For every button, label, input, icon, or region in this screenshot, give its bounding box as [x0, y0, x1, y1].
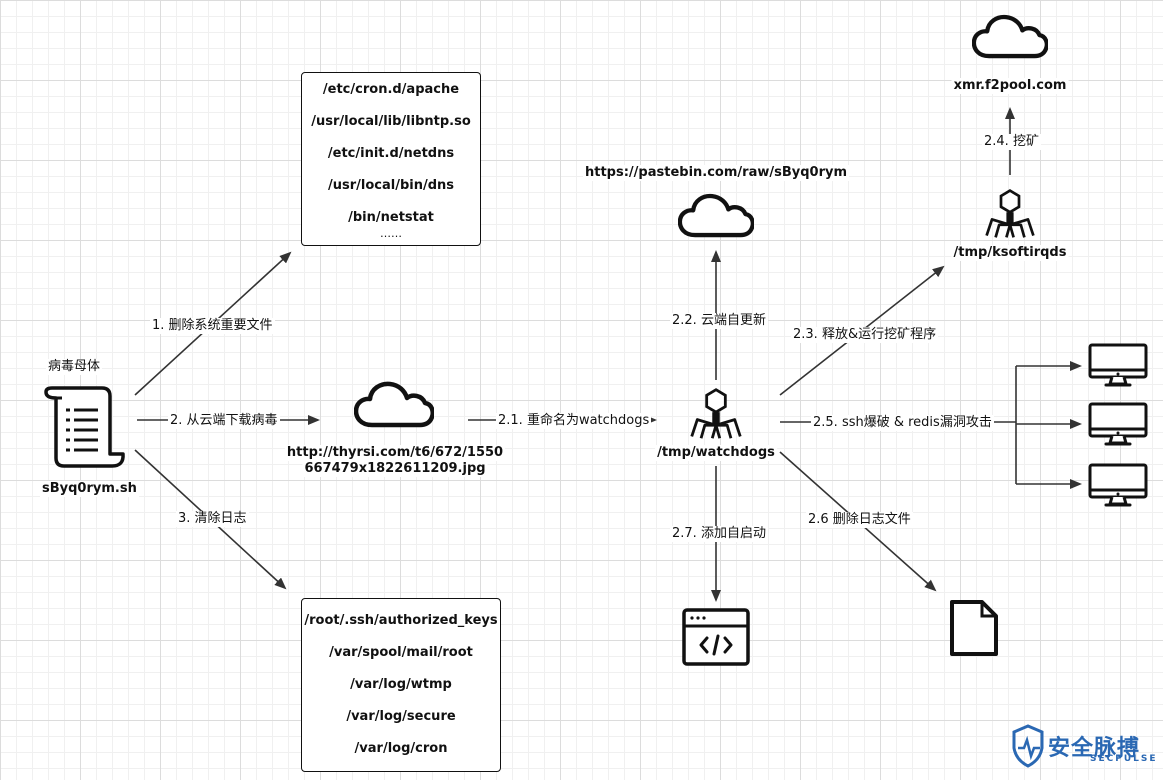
pastebin-url-label: https://pastebin.com/raw/sByq0rym [583, 165, 849, 181]
deleted-file-item: /etc/cron.d/apache [322, 82, 460, 97]
download-url-line1: http://thyrsi.com/t6/672/1550 [284, 445, 506, 461]
deleted-file-item: /usr/local/lib/libntp.so [311, 114, 471, 129]
script-scroll-icon [44, 386, 125, 468]
log-file-icon [950, 600, 998, 656]
secpulse-logo-text: 安全脉搏 [1048, 736, 1141, 761]
miner-virus-icon [985, 189, 1035, 239]
download-cloud-icon [356, 384, 433, 425]
step-2-2-label: 2.2. 云端自更新 [670, 313, 768, 329]
source-file-name: sByq0rym.sh [40, 481, 139, 497]
step-2-6-label: 2.6 删除日志文件 [806, 512, 913, 528]
deleted-file-item: /bin/netstat [348, 210, 434, 225]
step-2-4-label: 2.4. 挖矿 [982, 134, 1041, 150]
step-2-5-label: 2.5. ssh爆破 & redis漏洞攻击 [811, 415, 994, 431]
cleared-logs-box: /root/.ssh/authorized_keys /var/spool/ma… [301, 598, 501, 772]
pastebin-cloud-icon [680, 196, 753, 235]
step-2-7-label: 2.7. 添加自启动 [670, 526, 768, 542]
step-2-1-label: 2.1. 重命名为watchdogs [496, 413, 652, 429]
download-url-line2: 667479x1822611209.jpg [302, 461, 488, 477]
secpulse-logo-subtext: SECPULSE [1090, 754, 1158, 764]
step-2-3-label: 2.3. 释放&运行挖矿程序 [791, 327, 939, 343]
cleared-log-item: /var/log/secure [346, 709, 456, 724]
target-host-2-icon [1088, 402, 1148, 446]
target-host-3-icon [1088, 463, 1148, 507]
pool-cloud-icon [974, 17, 1047, 56]
code-window-icon [682, 608, 750, 666]
watchdogs-virus-icon [690, 388, 742, 440]
cleared-log-item: /var/log/cron [354, 741, 448, 756]
arrows [134, 107, 1082, 602]
target-host-1-icon [1088, 343, 1148, 387]
miner-path-label: /tmp/ksoftirqds [951, 245, 1069, 261]
step-1-label: 1. 删除系统重要文件 [150, 318, 275, 334]
deleted-files-box: /etc/cron.d/apache /usr/local/lib/libntp… [301, 72, 481, 246]
deleted-file-item: /etc/init.d/netdns [327, 146, 455, 161]
deleted-file-more: …… [380, 227, 402, 240]
cleared-log-item: /var/spool/mail/root [329, 645, 473, 660]
mining-pool-label: xmr.f2pool.com [951, 78, 1069, 94]
cleared-log-item: /var/log/wtmp [350, 677, 452, 692]
step-2-label: 2. 从云端下载病毒 [168, 413, 280, 429]
step-3-label: 3. 清除日志 [176, 511, 249, 527]
secpulse-shield-icon [1012, 724, 1044, 768]
source-title: 病毒母体 [46, 359, 103, 375]
deleted-file-item: /usr/local/bin/dns [327, 178, 455, 193]
cleared-log-item: /root/.ssh/authorized_keys [304, 613, 498, 628]
watchdogs-label: /tmp/watchdogs [655, 445, 777, 461]
